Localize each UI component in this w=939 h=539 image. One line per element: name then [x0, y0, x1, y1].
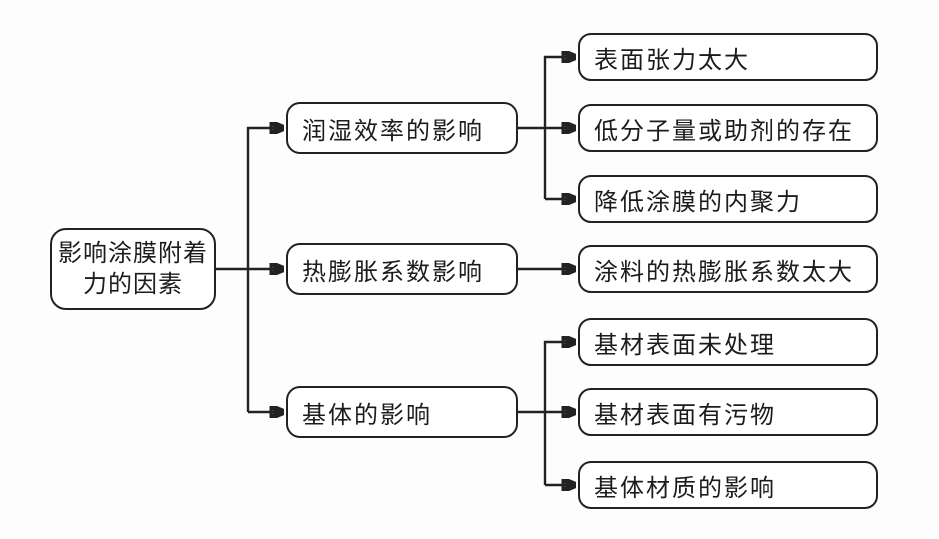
leaf-node-label: 降低涂膜的内聚力: [594, 188, 802, 216]
connector-branch1-trunk-and-arrow-leaf1: [543, 57, 574, 199]
leaf-node-coating-expansion-coefficient: 涂料的热膨胀系数太大: [578, 245, 878, 293]
leaf-node-surface-tension: 表面张力太大: [578, 33, 878, 81]
leaf-node-label: 基材表面有污物: [594, 401, 776, 429]
branch-node-substrate: 基体的影响: [286, 386, 518, 438]
leaf-node-label: 表面张力太大: [594, 46, 750, 74]
leaf-node-untreated-surface: 基材表面未处理: [578, 318, 878, 366]
root-node: 影响涂膜附着 力的因素: [50, 228, 216, 310]
branch-node-wetting-efficiency: 润湿效率的影响: [286, 102, 518, 154]
root-node-label-line1: 影响涂膜附着: [58, 239, 208, 267]
branch-node-thermal-expansion: 热膨胀系数影响: [286, 243, 518, 295]
root-node-label-line2: 力的因素: [83, 271, 183, 298]
leaf-node-label: 涂料的热膨胀系数太大: [594, 258, 854, 286]
branch-node-label: 热膨胀系数影响: [302, 258, 484, 286]
leaf-node-label: 基体材质的影响: [594, 474, 776, 502]
branch-node-label: 润湿效率的影响: [302, 117, 484, 145]
leaf-node-cohesion-reduction: 降低涂膜的内聚力: [578, 175, 878, 223]
connector-branch3-trunk-and-arrow-leaf5: [543, 342, 574, 485]
leaf-node-label: 低分子量或助剂的存在: [594, 117, 854, 145]
leaf-node-substrate-material: 基体材质的影响: [578, 461, 878, 509]
connector-root-trunk-and-arrow-branch1: [246, 128, 282, 412]
leaf-node-label: 基材表面未处理: [594, 331, 776, 359]
branch-node-label: 基体的影响: [302, 401, 432, 429]
leaf-node-low-molecular-weight: 低分子量或助剂的存在: [578, 104, 878, 152]
leaf-node-contaminated-surface: 基材表面有污物: [578, 388, 878, 436]
